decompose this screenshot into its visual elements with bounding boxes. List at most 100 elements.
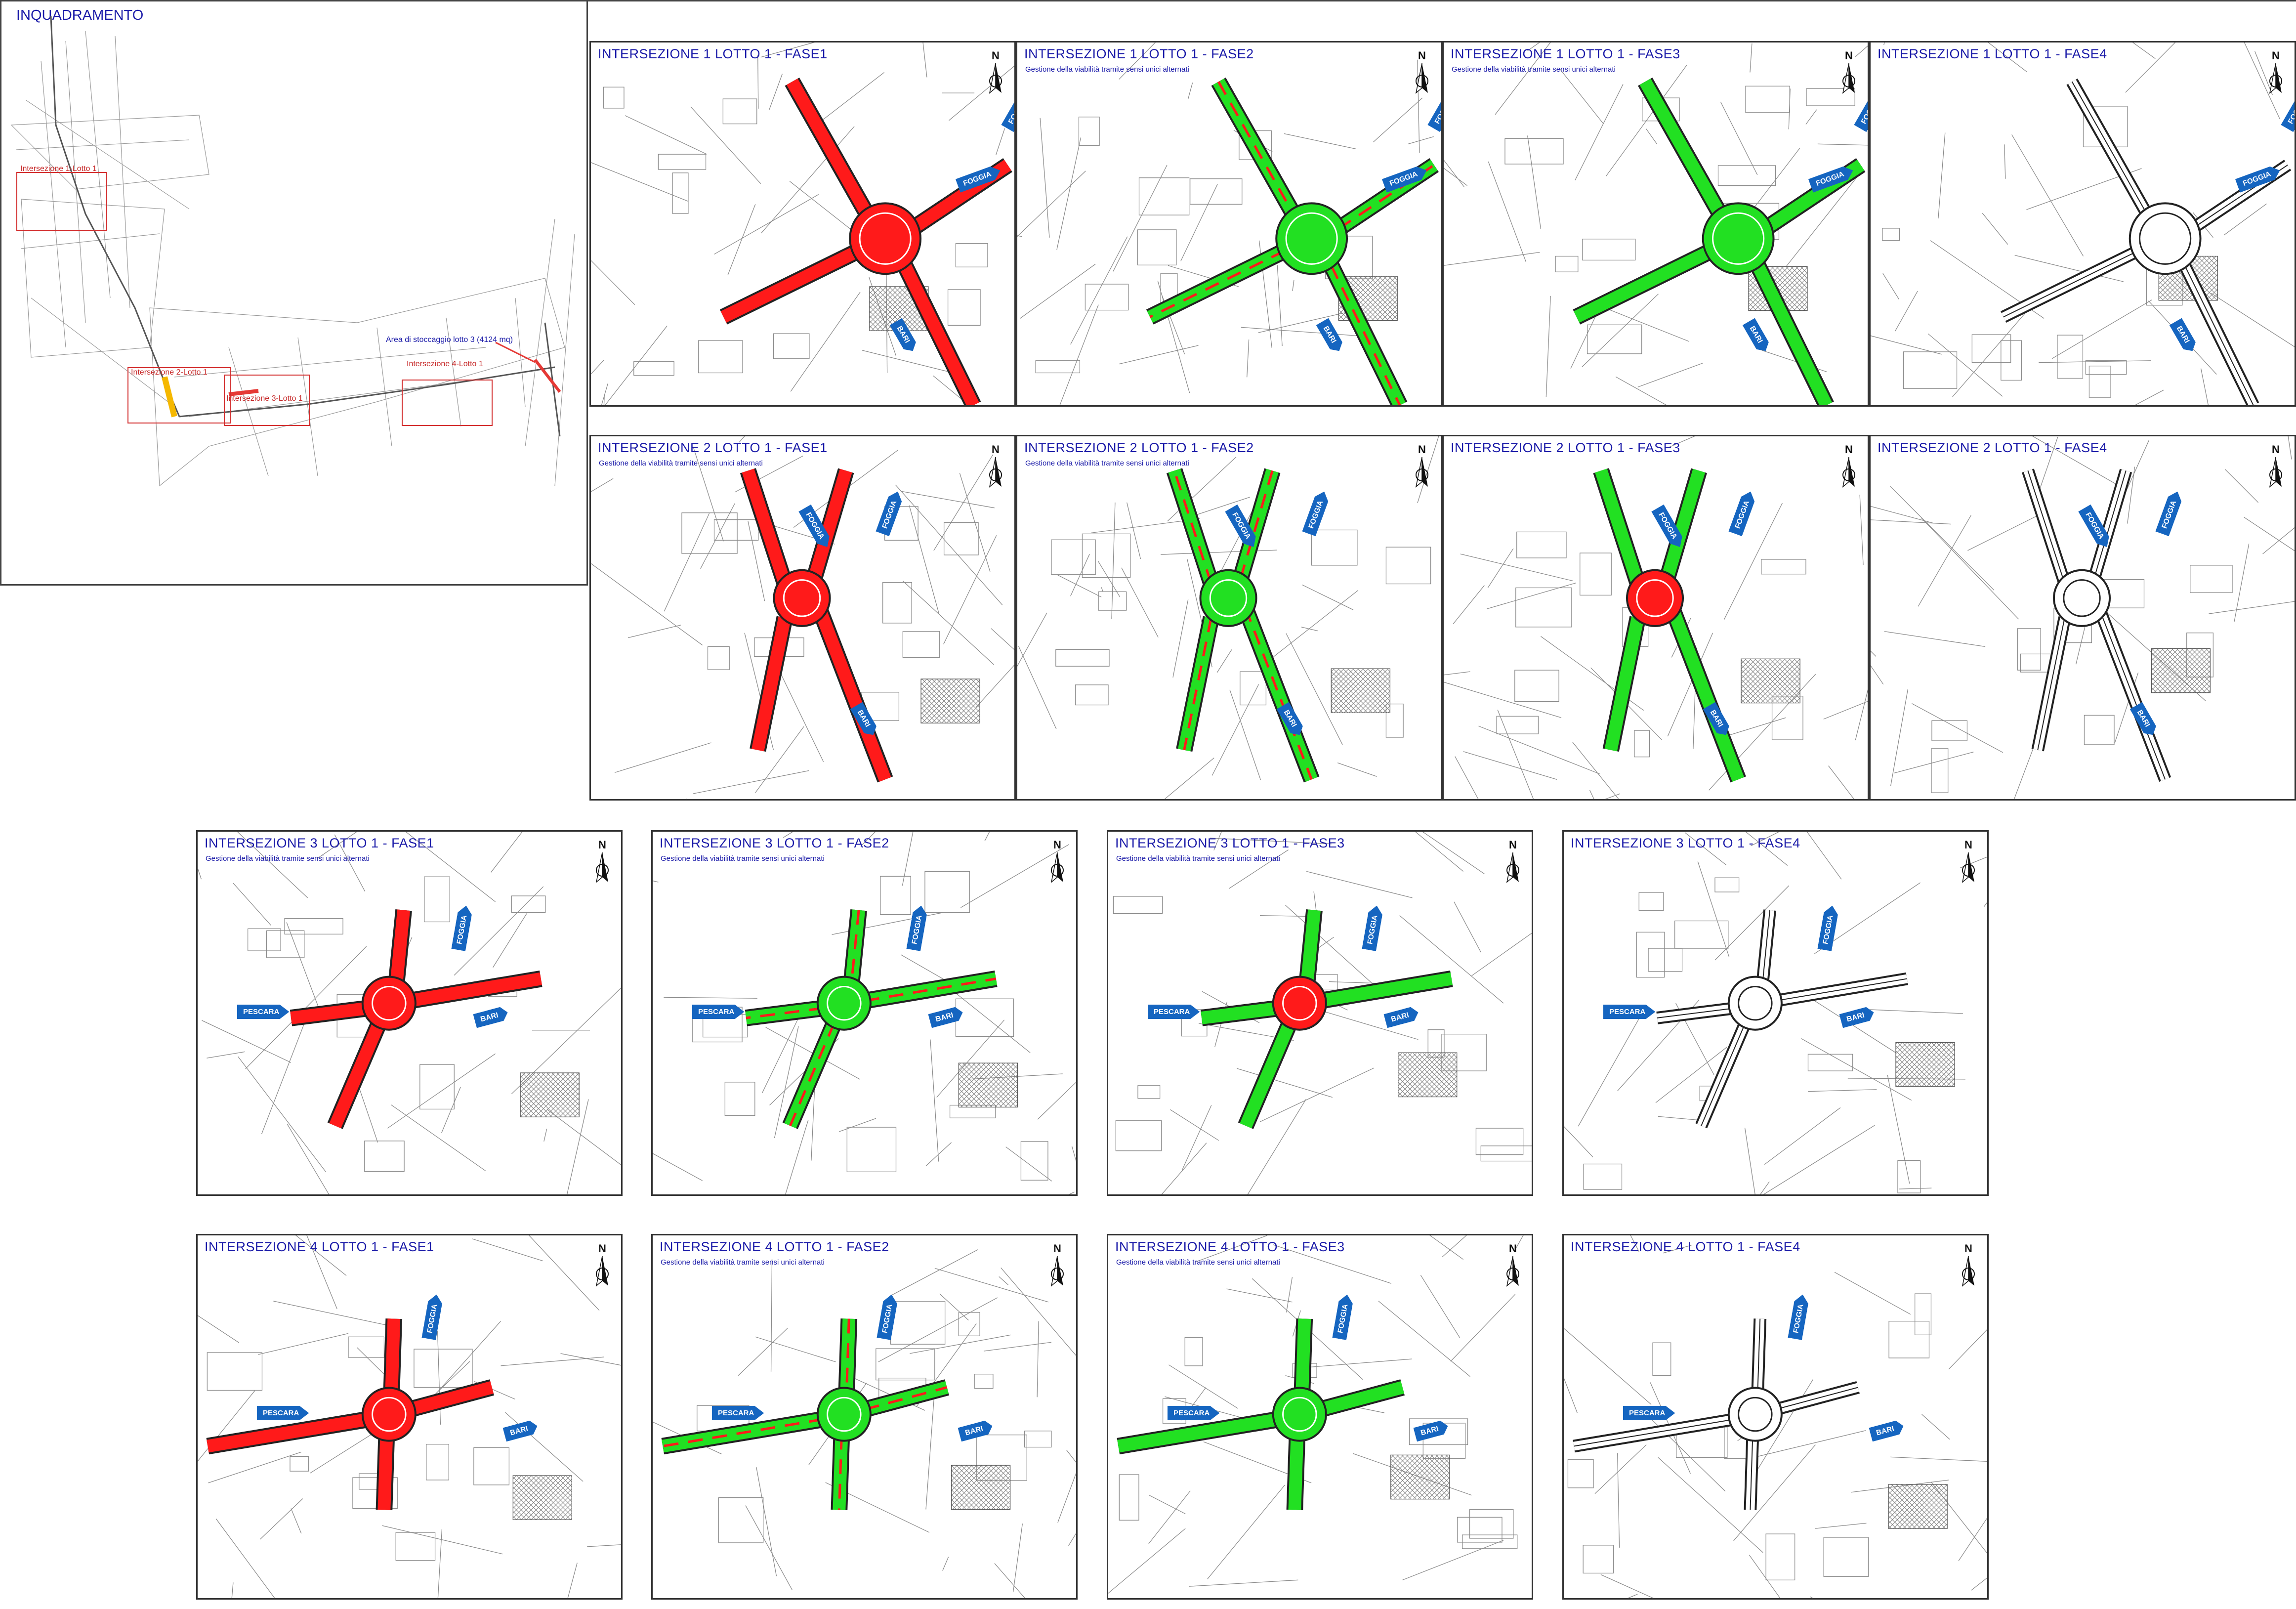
roundabout-island: [1282, 1397, 1317, 1432]
overview-label-int4: Intersezione 4-Lotto 1: [407, 360, 483, 368]
lane-marking: [2071, 81, 2146, 212]
direction-sign-pescara: PESCARA: [1168, 1406, 1220, 1420]
north-arrow-icon: N: [1504, 1242, 1522, 1292]
closed-lane-strip: [1337, 164, 1435, 230]
north-label: N: [992, 443, 1000, 456]
closed-lane-strip: [864, 1386, 948, 1411]
worksite-leg-s: [329, 1020, 385, 1129]
overview-box-int3: [224, 375, 310, 426]
direction-sign-pescara: PESCARA: [1623, 1406, 1675, 1420]
panel-title: INTERSEZIONE 4 LOTTO 1 - FASE3: [1115, 1239, 1345, 1254]
north-label: N: [1053, 1242, 1061, 1255]
closed-lane-strip: [837, 1435, 843, 1510]
closed-lane-strip: [845, 1318, 850, 1394]
worksite-leg-e: [1318, 1381, 1404, 1416]
worksite-leg-n: [1300, 909, 1321, 984]
roundabout-island: [783, 579, 821, 617]
north-label: N: [2272, 443, 2280, 456]
roundabout-island: [372, 1397, 407, 1432]
cadastral-lines: [1017, 436, 1439, 799]
intersection-map: [1871, 436, 2295, 799]
roundabout-island: [827, 1397, 862, 1432]
sheet-top-border: [588, 0, 2296, 3]
worksite-leg-n: [786, 78, 872, 215]
intersection-map: [1017, 436, 1439, 799]
intersection-map: [1108, 1235, 1524, 1594]
worksite-leg-e: [408, 972, 542, 1007]
north-arrow-icon: N: [1048, 1242, 1066, 1292]
intersection-map: [198, 1235, 621, 1598]
worksite-leg-w: [290, 1002, 370, 1024]
panel-title: INTERSEZIONE 4 LOTTO 1 - FASE4: [1571, 1239, 1800, 1254]
panel-title: INTERSEZIONE 2 LOTTO 1 - FASE2: [1024, 440, 1254, 455]
closed-lane-strip: [1244, 607, 1313, 780]
north-arrow-icon: N: [1048, 839, 1066, 888]
intersection-map: [653, 1249, 1076, 1598]
overview-map: [10, 16, 575, 487]
direction-sign-pescara: PESCARA: [692, 1005, 745, 1019]
lane-marking: [2098, 607, 2166, 780]
panel-subtitle: Gestione della viabilità tramite sensi u…: [1025, 459, 1189, 467]
north-arrow-icon: N: [2267, 443, 2285, 493]
closed-lane-strip: [789, 1022, 835, 1127]
intersection-map: [653, 832, 1076, 1194]
lane-marking: [1574, 1418, 1735, 1447]
overview-box-int4: [402, 380, 493, 426]
worksite-leg-s: [899, 262, 979, 405]
worksite-leg-n: [808, 468, 852, 581]
panel-title: INTERSEZIONE 4 LOTTO 1 - FASE1: [205, 1239, 434, 1254]
intersection-map: [1444, 42, 1868, 405]
worksite-leg-n: [1661, 468, 1706, 581]
roundabout-island: [827, 985, 862, 1021]
panel-title: INTERSEZIONE 1 LOTTO 1 - FASE1: [598, 46, 828, 61]
roundabout-island: [1282, 985, 1317, 1021]
lane-marking: [1750, 1435, 1753, 1510]
panel-subtitle: Gestione della viabilità tramite sensi u…: [599, 459, 763, 467]
worksite-leg-s: [1178, 616, 1217, 752]
north-arrow-icon: N: [1960, 839, 1977, 888]
panel-title: INTERSEZIONE 3 LOTTO 1 - FASE4: [1571, 836, 1800, 850]
closed-lane-strip: [1217, 81, 1294, 212]
intersection-map: [591, 436, 1014, 799]
roundabout-island: [1712, 212, 1765, 265]
worksite-leg-n: [1295, 1318, 1311, 1394]
worksite-leg-e: [813, 605, 891, 782]
worksite-leg-w: [742, 468, 791, 586]
cadastral-lines: [198, 832, 621, 1194]
overview-title: INQUADRAMENTO: [16, 7, 144, 23]
closed-lane-strip: [1149, 250, 1286, 318]
worksite-leg-s: [751, 616, 791, 752]
lane-marking: [2037, 617, 2065, 751]
overview-box-int1: [16, 172, 107, 231]
north-label: N: [598, 839, 606, 851]
north-label: N: [1509, 839, 1517, 851]
worksite-leg-w: [720, 245, 861, 323]
worksite-leg-s: [1240, 1020, 1296, 1129]
worksite-leg-s: [377, 1435, 393, 1510]
north-arrow-icon: N: [2267, 49, 2285, 99]
cadastral-lines: [1444, 436, 1868, 799]
panel-title: INTERSEZIONE 3 LOTTO 1 - FASE3: [1115, 836, 1345, 850]
north-label: N: [992, 49, 1000, 62]
roundabout-island: [372, 985, 407, 1021]
worksite-leg-w: [1201, 1002, 1280, 1024]
worksite-leg-n: [1639, 78, 1724, 215]
north-arrow-icon: N: [1840, 49, 1858, 99]
panel-subtitle: Gestione della viabilità tramite sensi u…: [1116, 854, 1280, 863]
intersection-map: [1017, 42, 1439, 405]
lane-marking: [2184, 265, 2254, 405]
intersection-map: [198, 832, 621, 1194]
north-arrow-icon: N: [1504, 839, 1522, 888]
worksite-leg-w: [207, 1413, 370, 1453]
north-label: N: [1053, 839, 1061, 851]
lane-marking: [1657, 1008, 1735, 1018]
cadastral-lines: [1564, 1235, 1987, 1598]
